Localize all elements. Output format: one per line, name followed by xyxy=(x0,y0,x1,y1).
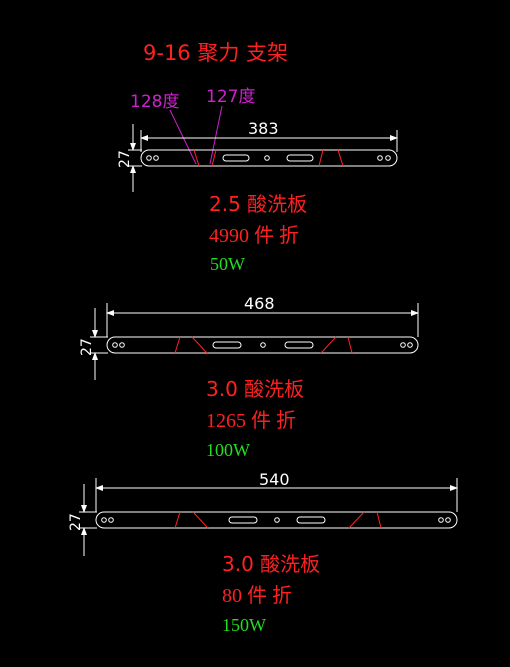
bracket-outline xyxy=(140,149,398,167)
bracket-outline xyxy=(106,336,419,354)
length-dimension: 540 xyxy=(259,470,290,489)
part-3: 540 27 3.0 酸洗板 80 件 折 150W xyxy=(68,470,458,635)
bend-line xyxy=(347,336,353,354)
quantity-process: 1265 件 折 xyxy=(206,409,296,432)
bend-line xyxy=(192,511,209,529)
bend-line xyxy=(174,511,181,529)
angle-label-128: 128度 xyxy=(130,92,179,112)
bend-line xyxy=(174,336,181,354)
hole xyxy=(101,517,107,523)
slot xyxy=(222,154,250,162)
bend-line xyxy=(191,336,208,354)
angle-leader-128 xyxy=(169,109,197,165)
hole xyxy=(108,517,114,523)
hole xyxy=(400,342,406,348)
hole xyxy=(260,342,266,348)
part-1: 383 27 2.5 酸洗板 4990 件 折 50W xyxy=(117,119,398,274)
length-dimension: 468 xyxy=(244,294,275,313)
part-2: 468 27 3.0 酸洗板 1265 件 折 100W xyxy=(79,294,419,460)
hole xyxy=(407,342,413,348)
quantity-process: 4990 件 折 xyxy=(209,224,299,247)
bend-line xyxy=(337,149,344,167)
angle-label-127: 127度 xyxy=(206,87,255,107)
hole xyxy=(264,155,270,161)
slot xyxy=(284,341,314,349)
hole xyxy=(274,517,280,523)
hole xyxy=(146,155,152,161)
thickness-material: 3.0 酸洗板 xyxy=(206,377,304,401)
hole xyxy=(153,155,159,161)
slot xyxy=(296,516,326,524)
power-rating: 150W xyxy=(222,615,266,635)
slot xyxy=(212,341,242,349)
height-dimension: 27 xyxy=(68,513,84,531)
bend-line xyxy=(348,511,365,529)
angle-leader-127 xyxy=(209,105,223,165)
bracket-outline xyxy=(95,511,458,529)
bend-line xyxy=(318,149,324,167)
drawing-title: 9-16 聚力 支架 xyxy=(143,41,288,65)
bend-line xyxy=(320,336,337,354)
length-dimension: 383 xyxy=(248,119,279,138)
hole xyxy=(438,517,444,523)
slot xyxy=(228,516,258,524)
bend-line xyxy=(193,149,200,167)
thickness-material: 2.5 酸洗板 xyxy=(209,192,307,216)
thickness-material: 3.0 酸洗板 xyxy=(222,552,320,576)
hole xyxy=(112,342,118,348)
hole xyxy=(119,342,125,348)
bend-line xyxy=(211,149,217,167)
bend-line xyxy=(376,511,382,529)
quantity-process: 80 件 折 xyxy=(222,584,292,607)
slot xyxy=(286,154,314,162)
height-dimension: 27 xyxy=(117,150,133,168)
hole xyxy=(385,155,391,161)
hole xyxy=(377,155,383,161)
height-dimension: 27 xyxy=(79,338,95,356)
power-rating: 100W xyxy=(206,440,250,460)
power-rating: 50W xyxy=(210,254,245,274)
hole xyxy=(445,517,451,523)
